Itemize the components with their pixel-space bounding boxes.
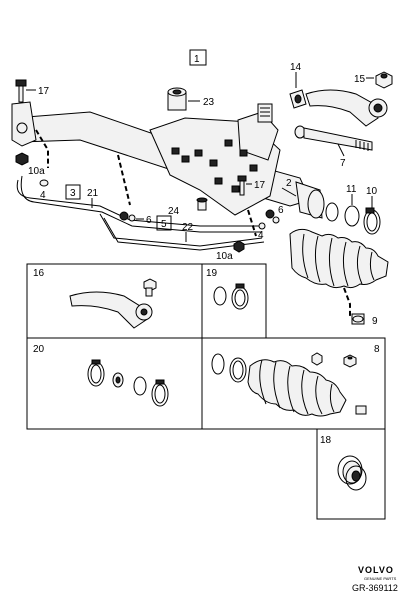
callout-10[interactable]: 10 — [366, 186, 378, 197]
callout-box-5 — [156, 215, 172, 231]
callout-6-right[interactable]: 6 — [278, 205, 284, 216]
bolt-17-right[interactable] — [237, 175, 247, 196]
callout-18[interactable]: 18 — [320, 435, 332, 446]
nut-15[interactable] — [375, 71, 393, 89]
kit-19-rings[interactable] — [213, 283, 249, 310]
brand-subtitle: GENUINE PARTS — [364, 576, 397, 581]
callout-14[interactable]: 14 — [290, 62, 302, 73]
callout-9[interactable]: 9 — [372, 316, 378, 327]
ring-11[interactable] — [325, 202, 360, 227]
dash-to-9 — [343, 287, 351, 318]
callout-24[interactable]: 24 — [168, 206, 180, 217]
kit-box-18 — [316, 428, 386, 520]
callout-17-left[interactable]: 17 — [38, 86, 50, 97]
callout-4-left[interactable]: 4 — [40, 190, 46, 201]
callout-10a-left[interactable]: 10a — [28, 166, 45, 177]
kit-16-tie-rod-end[interactable] — [69, 278, 157, 329]
kit-box-8 — [201, 337, 386, 430]
clip-9[interactable] — [351, 313, 365, 325]
dash-center — [117, 154, 131, 206]
callout-10a-mid[interactable]: 10a — [216, 251, 233, 262]
callout-23[interactable]: 23 — [203, 97, 215, 108]
clamp-10[interactable] — [363, 207, 381, 235]
dash-right — [247, 209, 257, 237]
dash-left — [35, 129, 49, 168]
callout-8[interactable]: 8 — [374, 344, 380, 355]
washer-4-left[interactable] — [39, 179, 49, 187]
inner-tie-rod-7[interactable] — [294, 125, 373, 151]
callout-1[interactable]: 1 — [194, 54, 200, 65]
kit-20-clamps[interactable] — [87, 359, 169, 407]
tie-rod-end[interactable] — [305, 89, 388, 127]
diagram-reference: GR-369112 — [352, 583, 398, 593]
kit-8-boot[interactable] — [211, 352, 367, 417]
callout-6-left[interactable]: 6 — [146, 215, 152, 226]
callout-3[interactable]: 3 — [70, 188, 76, 199]
callout-box-3 — [65, 184, 81, 200]
callout-19[interactable]: 19 — [206, 268, 218, 279]
kit-18-bushing[interactable] — [337, 455, 367, 491]
brand-logo: VOLVO — [358, 565, 394, 575]
bolt-24[interactable] — [196, 197, 208, 211]
callout-21[interactable]: 21 — [87, 188, 99, 199]
callout-11[interactable]: 11 — [346, 184, 357, 195]
nut-10a-left[interactable] — [15, 152, 29, 166]
callout-16[interactable]: 16 — [33, 268, 45, 279]
callout-15[interactable]: 15 — [354, 74, 366, 85]
steering-rack[interactable] — [11, 101, 325, 219]
callout-20[interactable]: 20 — [33, 344, 45, 355]
fitting-6-left[interactable] — [119, 211, 136, 222]
callout-box-1 — [189, 49, 207, 66]
lock-nut-14[interactable] — [289, 89, 307, 109]
callout-17-right[interactable]: 17 — [254, 180, 266, 191]
callout-4-right[interactable]: 4 — [258, 230, 264, 241]
bolt-17-left[interactable] — [15, 79, 27, 103]
rack-boot[interactable] — [289, 228, 389, 289]
fitting-6-right[interactable] — [258, 209, 280, 230]
bushing-23[interactable] — [167, 87, 187, 111]
callout-5[interactable]: 5 — [161, 219, 167, 230]
nut-10a-mid[interactable] — [233, 240, 245, 253]
callout-7[interactable]: 7 — [340, 158, 346, 169]
callout-22[interactable]: 22 — [182, 222, 194, 233]
callout-2[interactable]: 2 — [286, 178, 292, 189]
